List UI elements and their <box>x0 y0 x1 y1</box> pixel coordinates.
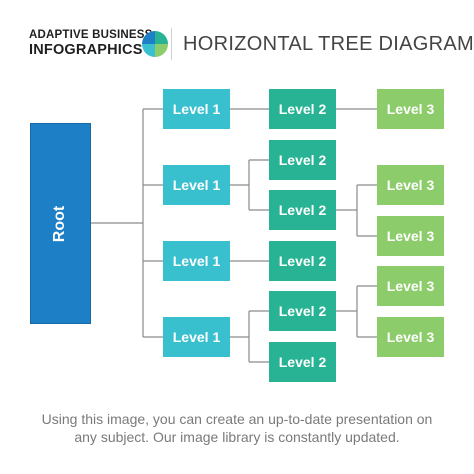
level2-node: Level 2 <box>269 190 336 230</box>
footer-caption: Using this image, you can create an up-t… <box>0 410 474 446</box>
footer-line-2: any subject. Our image library is consta… <box>74 429 400 445</box>
level2-node: Level 2 <box>269 241 336 281</box>
level3-node: Level 3 <box>377 317 444 357</box>
level1-node: Level 1 <box>163 317 230 357</box>
root-node: Root <box>30 123 91 324</box>
level3-node: Level 3 <box>377 165 444 205</box>
level1-node: Level 1 <box>163 89 230 129</box>
root-label: Root <box>51 205 69 242</box>
brand-name-line1: ADAPTIVE BUSINESS <box>29 29 153 41</box>
level1-node: Level 1 <box>163 241 230 281</box>
page-title: HORIZONTAL TREE DIAGRAM <box>183 33 474 55</box>
level2-node: Level 2 <box>269 291 336 331</box>
level1-node: Level 1 <box>163 165 230 205</box>
level2-node: Level 2 <box>269 342 336 382</box>
header-divider <box>171 28 172 60</box>
level2-node: Level 2 <box>269 140 336 180</box>
level3-node: Level 3 <box>377 216 444 256</box>
footer-line-1: Using this image, you can create an up-t… <box>41 411 433 427</box>
brand-logo-icon <box>142 31 168 57</box>
header: ADAPTIVE BUSINESS INFOGRAPHICS HORIZONTA… <box>0 0 474 80</box>
level3-node: Level 3 <box>377 89 444 129</box>
brand-name-line2: INFOGRAPHICS <box>29 42 143 58</box>
level3-node: Level 3 <box>377 266 444 306</box>
level2-node: Level 2 <box>269 89 336 129</box>
